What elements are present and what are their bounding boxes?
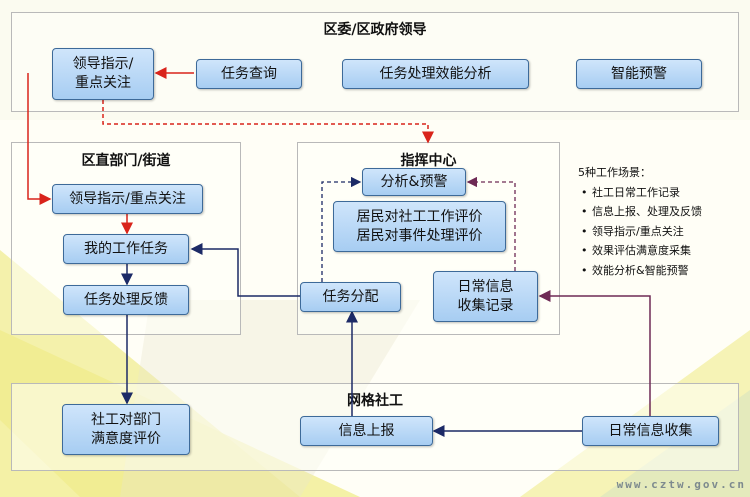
scenario-item: 效能分析&智能预警: [578, 261, 702, 281]
leadership-panel-title: 区委/区政府领导: [323, 22, 427, 38]
leader-instruction-top-node: 领导指示/ 重点关注: [52, 48, 154, 100]
scenarios-heading: 5种工作场景：: [578, 166, 651, 179]
task-query-node: 任务查询: [196, 59, 302, 89]
scenario-item: 领导指示/重点关注: [578, 222, 702, 242]
scenarios-list: 社工日常工作记录 信息上报、处理及反馈 领导指示/重点关注 效果评估满意度采集 …: [578, 183, 702, 281]
work-scenarios: 5种工作场景： 社工日常工作记录 信息上报、处理及反馈 领导指示/重点关注 效果…: [578, 163, 702, 280]
scenario-item: 信息上报、处理及反馈: [578, 202, 702, 222]
department-panel-title: 区直部门/街道: [81, 153, 171, 169]
info-report-node: 信息上报: [300, 416, 433, 446]
daily-info-collect-node: 日常信息收集: [582, 416, 719, 446]
resident-evaluation-node: 居民对社工工作评价 居民对事件处理评价: [333, 201, 506, 252]
scenario-item: 社工日常工作记录: [578, 183, 702, 203]
task-feedback-node: 任务处理反馈: [63, 285, 189, 315]
worker-satisfaction-node: 社工对部门 满意度评价: [62, 404, 190, 455]
task-assignment-node: 任务分配: [300, 282, 401, 312]
grid-worker-panel-title: 网格社工: [347, 393, 403, 409]
my-tasks-node: 我的工作任务: [63, 234, 189, 264]
site-watermark: www.cztw.gov.cn: [616, 478, 746, 491]
task-efficiency-analysis-node: 任务处理效能分析: [342, 59, 529, 89]
scenario-item: 效果评估满意度采集: [578, 241, 702, 261]
smart-warning-node: 智能预警: [576, 59, 702, 89]
command-center-panel-title: 指挥中心: [400, 153, 457, 169]
daily-info-record-node: 日常信息 收集记录: [433, 271, 538, 322]
leader-instruction-dept-node: 领导指示/重点关注: [52, 184, 203, 214]
analysis-warning-node: 分析&预警: [362, 168, 466, 196]
